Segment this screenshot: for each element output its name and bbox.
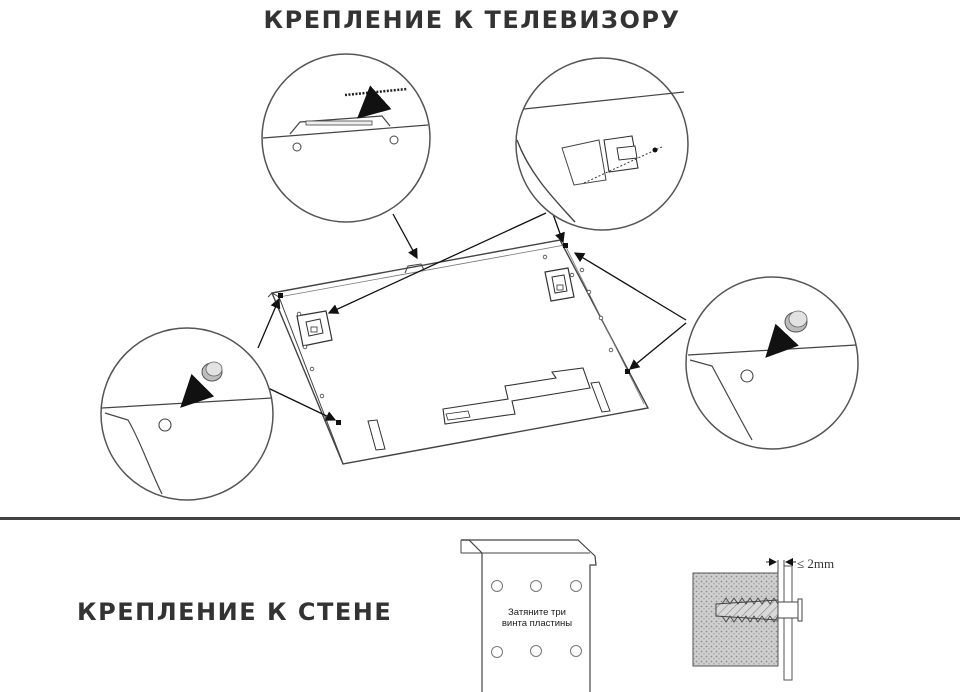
panel-screw-holes xyxy=(296,254,614,399)
tv-back-panel xyxy=(267,239,650,465)
wall-anchor-section xyxy=(692,558,803,681)
section-divider xyxy=(0,517,960,520)
vesa-bracket-left xyxy=(296,310,333,347)
gap-dimension-label: ≤ 2mm xyxy=(797,556,835,571)
wall-mounting-title: КРЕПЛЕНИЕ К СТЕНЕ xyxy=(77,598,393,626)
wall-mounting-plate xyxy=(460,539,597,692)
callout-bracket-detail xyxy=(515,57,689,231)
plate-instruction-line1: Затяните три xyxy=(508,607,566,618)
wall-anchor-dowel xyxy=(715,597,803,623)
callout-left-screw-detail xyxy=(100,327,274,501)
tv-mounting-title: КРЕПЛЕНИЕ К ТЕЛЕВИЗОРУ xyxy=(263,6,681,34)
plate-instruction-line2: винта пластины xyxy=(501,618,573,629)
vesa-bracket-right xyxy=(544,267,575,302)
callout-right-screw-detail xyxy=(685,276,859,450)
plate-screw-holes xyxy=(491,580,582,658)
callout-arrows xyxy=(257,212,687,421)
callout-top-slot-detail xyxy=(261,53,431,223)
